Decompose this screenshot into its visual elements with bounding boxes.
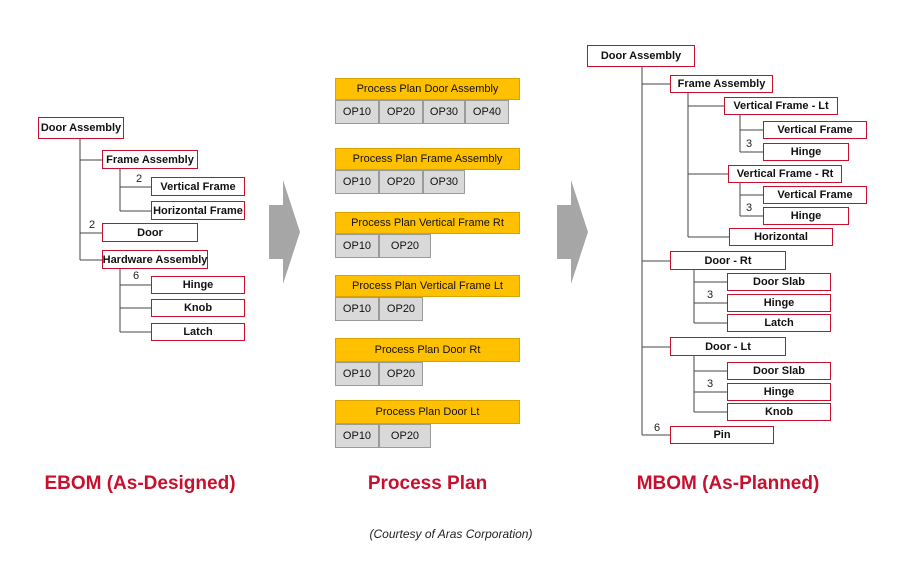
plan-door-rt-header: Process Plan Door Rt: [335, 338, 520, 362]
mbom-qty-vf-rt-hinge: 3: [746, 202, 753, 214]
mbom-door-rt-latch: Latch: [727, 314, 831, 332]
mbom-qty-door-lt-hinge: 3: [707, 378, 714, 390]
ebom-caption: EBOM (As-Designed): [44, 473, 236, 494]
mbom-vertical-frame-lt: Vertical Frame - Lt: [724, 97, 838, 115]
ebom-qty-door: 2: [89, 219, 96, 231]
mbom-pin: Pin: [670, 426, 774, 444]
plan-door-assembly-header: Process Plan Door Assembly: [335, 78, 520, 100]
plan-door-assembly-op: OP30: [423, 100, 465, 124]
mbom-door-rt-slab: Door Slab: [727, 273, 831, 291]
mbom-door-rt: Door - Rt: [670, 251, 786, 270]
plan-frame-assembly-header: Process Plan Frame Assembly: [335, 148, 520, 170]
process-plan-caption: Process Plan: [367, 473, 488, 494]
ebom-door: Door: [102, 223, 198, 242]
plan-vertical-frame-rt-op: OP20: [379, 234, 431, 258]
mbom-vf-rt-vertical-frame: Vertical Frame: [763, 186, 867, 204]
plan-door-assembly-op: OP40: [465, 100, 509, 124]
ebom-latch: Latch: [151, 323, 245, 341]
plan-door-lt-op: OP20: [379, 424, 431, 448]
plan-door-lt-op: OP10: [335, 424, 379, 448]
mbom-door-rt-hinge: Hinge: [727, 294, 831, 312]
mbom-vf-lt-hinge: Hinge: [763, 143, 849, 161]
plan-vertical-frame-rt-header: Process Plan Vertical Frame Rt: [335, 212, 520, 234]
mbom-caption: MBOM (As-Planned): [636, 473, 820, 494]
plan-frame-assembly-op: OP10: [335, 170, 379, 194]
plan-frame-assembly-op: OP20: [379, 170, 423, 194]
plan-vertical-frame-lt-op: OP10: [335, 297, 379, 321]
mbom-vf-rt-hinge: Hinge: [763, 207, 849, 225]
plan-vertical-frame-lt-header: Process Plan Vertical Frame Lt: [335, 275, 520, 297]
ebom-knob: Knob: [151, 299, 245, 317]
plan-frame-assembly-op: OP30: [423, 170, 465, 194]
mbom-door-lt: Door - Lt: [670, 337, 786, 356]
ebom-qty-hinge: 6: [133, 270, 140, 282]
mbom-qty-pin: 6: [654, 422, 661, 434]
mbom-door-assembly: Door Assembly: [587, 45, 695, 67]
mbom-qty-door-rt-hinge: 3: [707, 289, 714, 301]
ebom-door-assembly: Door Assembly: [38, 117, 124, 139]
plan-vertical-frame-rt-op: OP10: [335, 234, 379, 258]
ebom-horizontal-frame: Horizontal Frame: [151, 201, 245, 220]
ebom-hinge: Hinge: [151, 276, 245, 294]
mbom-frame-assembly: Frame Assembly: [670, 75, 773, 93]
ebom-frame-assembly: Frame Assembly: [102, 150, 198, 169]
mbom-door-lt-knob: Knob: [727, 403, 831, 421]
mbom-vertical-frame-rt: Vertical Frame - Rt: [728, 165, 842, 183]
arrow-right-2: [557, 180, 588, 284]
courtesy-credit: (Courtesy of Aras Corporation): [369, 527, 533, 541]
ebom-hardware-assembly: Hardware Assembly: [102, 250, 208, 269]
plan-door-assembly-op: OP10: [335, 100, 379, 124]
ebom-qty-vertical-frame: 2: [136, 173, 143, 185]
plan-door-lt-header: Process Plan Door Lt: [335, 400, 520, 424]
mbom-door-lt-slab: Door Slab: [727, 362, 831, 380]
mbom-door-lt-hinge: Hinge: [727, 383, 831, 401]
ebom-vertical-frame: Vertical Frame: [151, 177, 245, 196]
mbom-horizontal: Horizontal: [729, 228, 833, 246]
plan-door-assembly-op: OP20: [379, 100, 423, 124]
mbom-vf-lt-vertical-frame: Vertical Frame: [763, 121, 867, 139]
plan-door-rt-op: OP10: [335, 362, 379, 386]
arrow-right-1: [269, 180, 300, 284]
plan-door-rt-op: OP20: [379, 362, 423, 386]
plan-vertical-frame-lt-op: OP20: [379, 297, 423, 321]
mbom-qty-vf-lt-hinge: 3: [746, 138, 753, 150]
